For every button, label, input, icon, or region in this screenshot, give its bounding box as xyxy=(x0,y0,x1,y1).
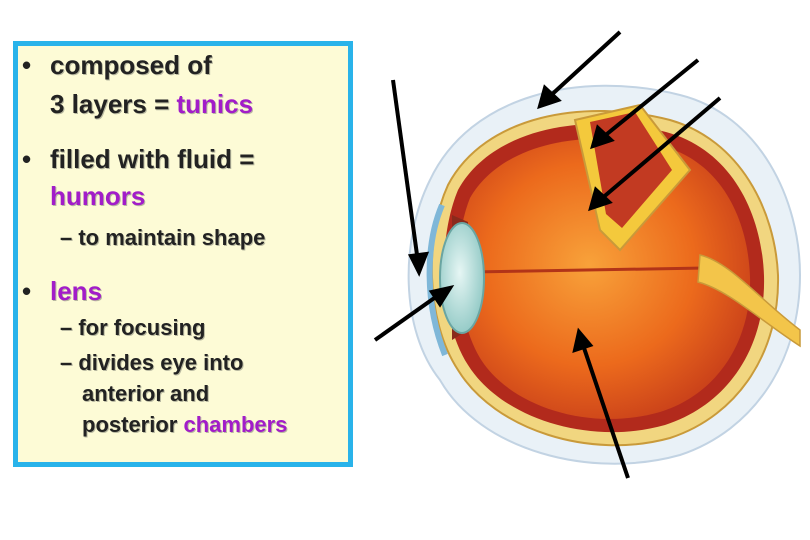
bullet-dot: • xyxy=(22,276,32,306)
notes-box xyxy=(13,41,353,467)
bullet-3-sub1: – for focusing xyxy=(60,315,206,340)
bullet-3-sub4: posterior chambers xyxy=(82,412,287,438)
bullet-3-sub4-text: posterior xyxy=(82,412,184,437)
bullet-1-line1: composed of xyxy=(50,50,212,80)
lens xyxy=(439,222,485,334)
term-chambers: chambers xyxy=(183,412,288,437)
term-tunics: tunics xyxy=(176,89,254,119)
term-lens: lens xyxy=(50,276,103,306)
bullet-3-sub2: – divides eye into xyxy=(60,350,244,375)
bullet-1-line2-text: 3 layers = xyxy=(50,89,177,119)
cornea xyxy=(426,203,448,357)
optic-nerve xyxy=(697,254,801,348)
bullet-2-line1: filled with fluid = xyxy=(50,144,255,174)
vitreous-humor xyxy=(458,138,751,419)
bullet-3-sub3: anterior and xyxy=(82,381,210,406)
term-humors: humors xyxy=(50,181,146,211)
bullet-1-line2: 3 layers = tunics xyxy=(50,89,253,120)
bullet-dot: • xyxy=(22,144,32,174)
pointer-arrows xyxy=(373,30,722,479)
bullet-dot: • xyxy=(22,50,32,80)
bullet-2-sub: – to maintain shape xyxy=(60,225,266,250)
